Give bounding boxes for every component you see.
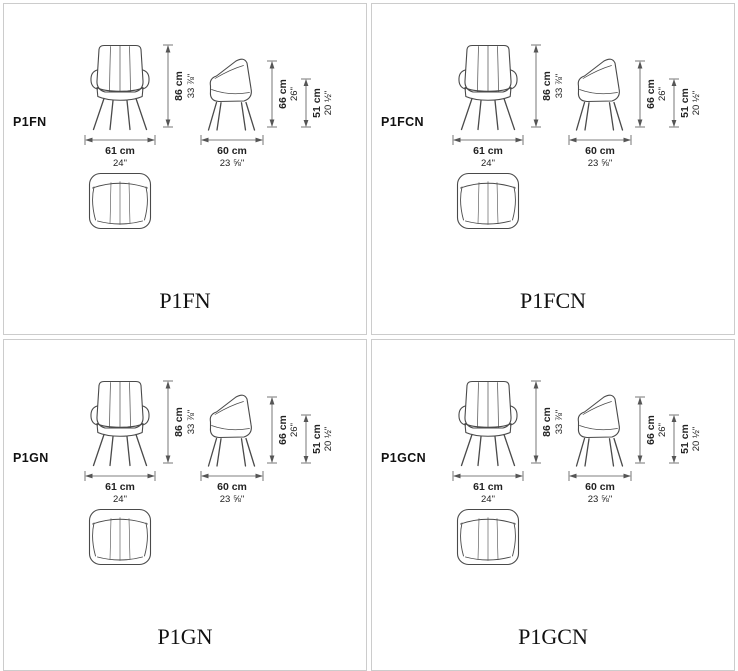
front-height-inch-label: 33 ⅞" (554, 73, 565, 99)
chair-front-view-drawing (458, 380, 518, 467)
chair-top-view-drawing (88, 508, 152, 566)
front-height-cm-label: 86 cm (541, 71, 553, 101)
side-lower-height-inch-label: 20 ½" (323, 90, 334, 116)
model-code-label: P1GN (13, 451, 49, 465)
front-width-dim-line (452, 135, 524, 145)
panel-caption: P1FCN (519, 288, 587, 313)
front-height-cm-label: 86 cm (173, 407, 185, 437)
front-height-inch-label: 33 ⅞" (186, 73, 197, 99)
front-width-inch-label: 24" (481, 158, 495, 169)
chair-top-view-drawing (88, 172, 152, 230)
panel-caption: P1FN (159, 288, 211, 313)
front-width-cm-label: 61 cm (105, 145, 135, 157)
side-height-cm-label: 66 cm (277, 415, 289, 445)
chair-spec-panel: P1FN 86 cm 33 ⅞" (3, 3, 367, 335)
model-code-label: P1FCN (381, 115, 424, 129)
side-lower-height-dim-line (301, 414, 311, 464)
panel-caption: P1GN (157, 624, 213, 649)
chair-top-view-drawing (456, 508, 520, 566)
front-width-inch-label: 24" (113, 494, 127, 505)
front-width-cm-label: 61 cm (105, 481, 135, 493)
front-width-dim-line (84, 471, 156, 481)
side-lower-height-dim-line (669, 78, 679, 128)
front-width-inch-label: 24" (113, 158, 127, 169)
side-lower-height-inch-label: 20 ½" (323, 426, 334, 452)
side-lower-height-cm-label: 51 cm (311, 424, 323, 454)
side-lower-height-cm-label: 51 cm (679, 424, 691, 454)
side-width-dim-line (200, 135, 264, 145)
chair-front-view-drawing (90, 380, 150, 467)
front-height-inch-label: 33 ⅞" (186, 409, 197, 435)
side-height-cm-label: 66 cm (645, 79, 657, 109)
side-lower-height-dim-line (669, 414, 679, 464)
side-width-dim-line (568, 135, 632, 145)
side-width-inch-label: 23 ⅝" (219, 158, 245, 169)
side-width-inch-label: 23 ⅝" (587, 494, 613, 505)
chair-front-view-drawing (90, 44, 150, 131)
chair-top-view-drawing (456, 172, 520, 230)
front-width-cm-label: 61 cm (473, 145, 503, 157)
side-width-cm-label: 60 cm (585, 481, 615, 493)
side-height-dim-line (635, 60, 645, 128)
side-lower-height-inch-label: 20 ½" (691, 426, 702, 452)
side-width-inch-label: 23 ⅝" (587, 158, 613, 169)
front-height-cm-label: 86 cm (541, 407, 553, 437)
panel-caption: P1GCN (518, 624, 588, 649)
chair-spec-panel: P1GCN 86 cm 33 ⅞" (371, 339, 735, 671)
side-width-dim-line (568, 471, 632, 481)
side-height-cm-label: 66 cm (277, 79, 289, 109)
model-code-label: P1GCN (381, 451, 427, 465)
front-width-cm-label: 61 cm (473, 481, 503, 493)
side-width-cm-label: 60 cm (585, 145, 615, 157)
front-height-dim-line (163, 44, 173, 128)
front-width-dim-line (84, 135, 156, 145)
chair-side-view-drawing (207, 58, 256, 131)
model-code-label: P1FN (13, 115, 47, 129)
front-height-cm-label: 86 cm (173, 71, 185, 101)
chair-side-view-drawing (575, 58, 624, 131)
side-lower-height-dim-line (301, 78, 311, 128)
front-width-dim-line (452, 471, 524, 481)
front-height-dim-line (531, 380, 541, 464)
side-height-dim-line (267, 396, 277, 464)
front-height-inch-label: 33 ⅞" (554, 409, 565, 435)
side-width-inch-label: 23 ⅝" (219, 494, 245, 505)
side-height-cm-label: 66 cm (645, 415, 657, 445)
side-width-cm-label: 60 cm (217, 481, 247, 493)
chair-front-view-drawing (458, 44, 518, 131)
chair-side-view-drawing (207, 394, 256, 467)
side-width-cm-label: 60 cm (217, 145, 247, 157)
front-height-dim-line (163, 380, 173, 464)
chair-spec-panel: P1FCN 86 cm 33 ⅞" (371, 3, 735, 335)
chair-spec-panel: P1GN 86 cm 33 ⅞" (3, 339, 367, 671)
side-lower-height-inch-label: 20 ½" (691, 90, 702, 116)
front-height-dim-line (531, 44, 541, 128)
side-height-dim-line (267, 60, 277, 128)
front-width-inch-label: 24" (481, 494, 495, 505)
side-height-dim-line (635, 396, 645, 464)
side-width-dim-line (200, 471, 264, 481)
chair-side-view-drawing (575, 394, 624, 467)
side-lower-height-cm-label: 51 cm (679, 88, 691, 118)
side-lower-height-cm-label: 51 cm (311, 88, 323, 118)
